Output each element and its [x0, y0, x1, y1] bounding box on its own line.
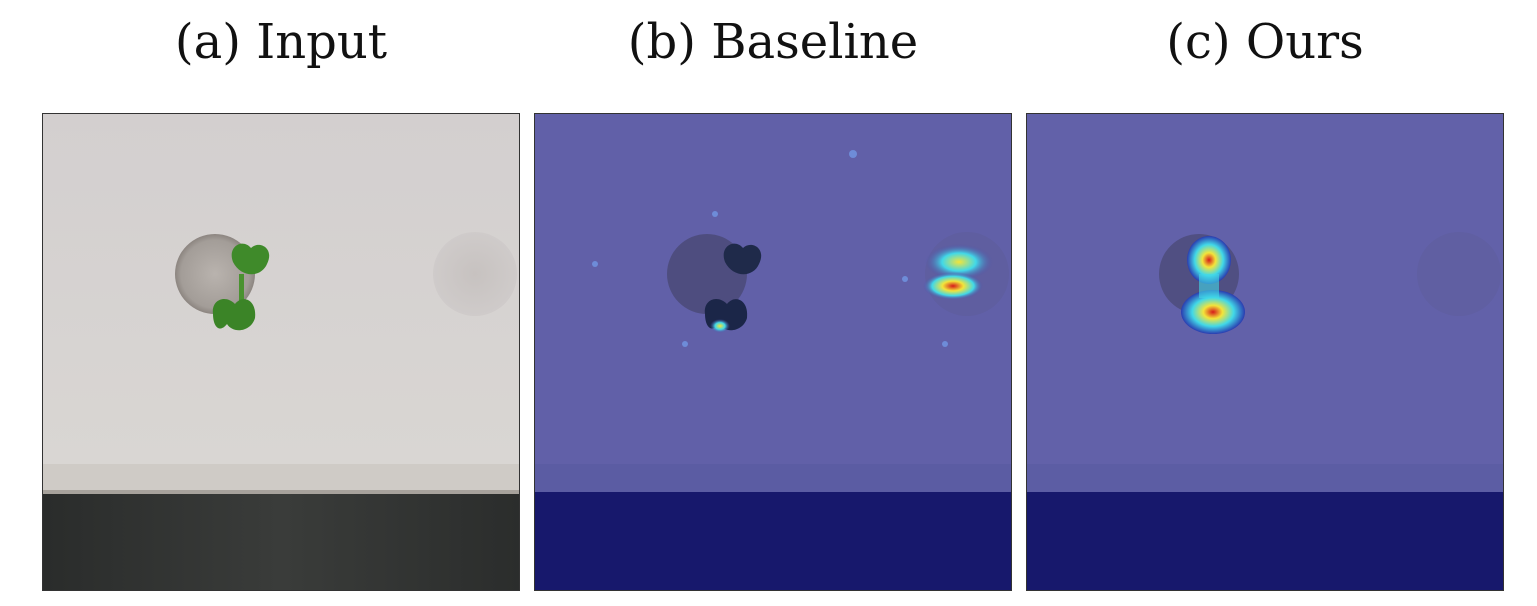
overlay-floor: [535, 492, 1011, 590]
caption-ours: (c) Ours: [1166, 14, 1364, 70]
panel-input: (a) Input: [42, 0, 520, 606]
baseline-activation: [592, 150, 993, 347]
panel-baseline: (b) Baseline: [534, 0, 1012, 606]
baseline-image: [534, 113, 1012, 591]
ours-activation: [1181, 236, 1245, 334]
overlay-floor: [1027, 492, 1503, 590]
floor: [43, 494, 519, 590]
caption-input: (a) Input: [174, 14, 388, 70]
ledge: [43, 464, 519, 492]
panel-ours: (c) Ours: [1026, 0, 1504, 606]
cover-disc: [433, 232, 517, 316]
input-photo: [43, 114, 519, 590]
baseline-heatmap: [535, 114, 1011, 590]
ours-heatmap: [1027, 114, 1503, 590]
input-image: [42, 113, 520, 591]
ours-image: [1026, 113, 1504, 591]
caption-baseline: (b) Baseline: [627, 14, 919, 70]
seedling: [212, 243, 270, 331]
